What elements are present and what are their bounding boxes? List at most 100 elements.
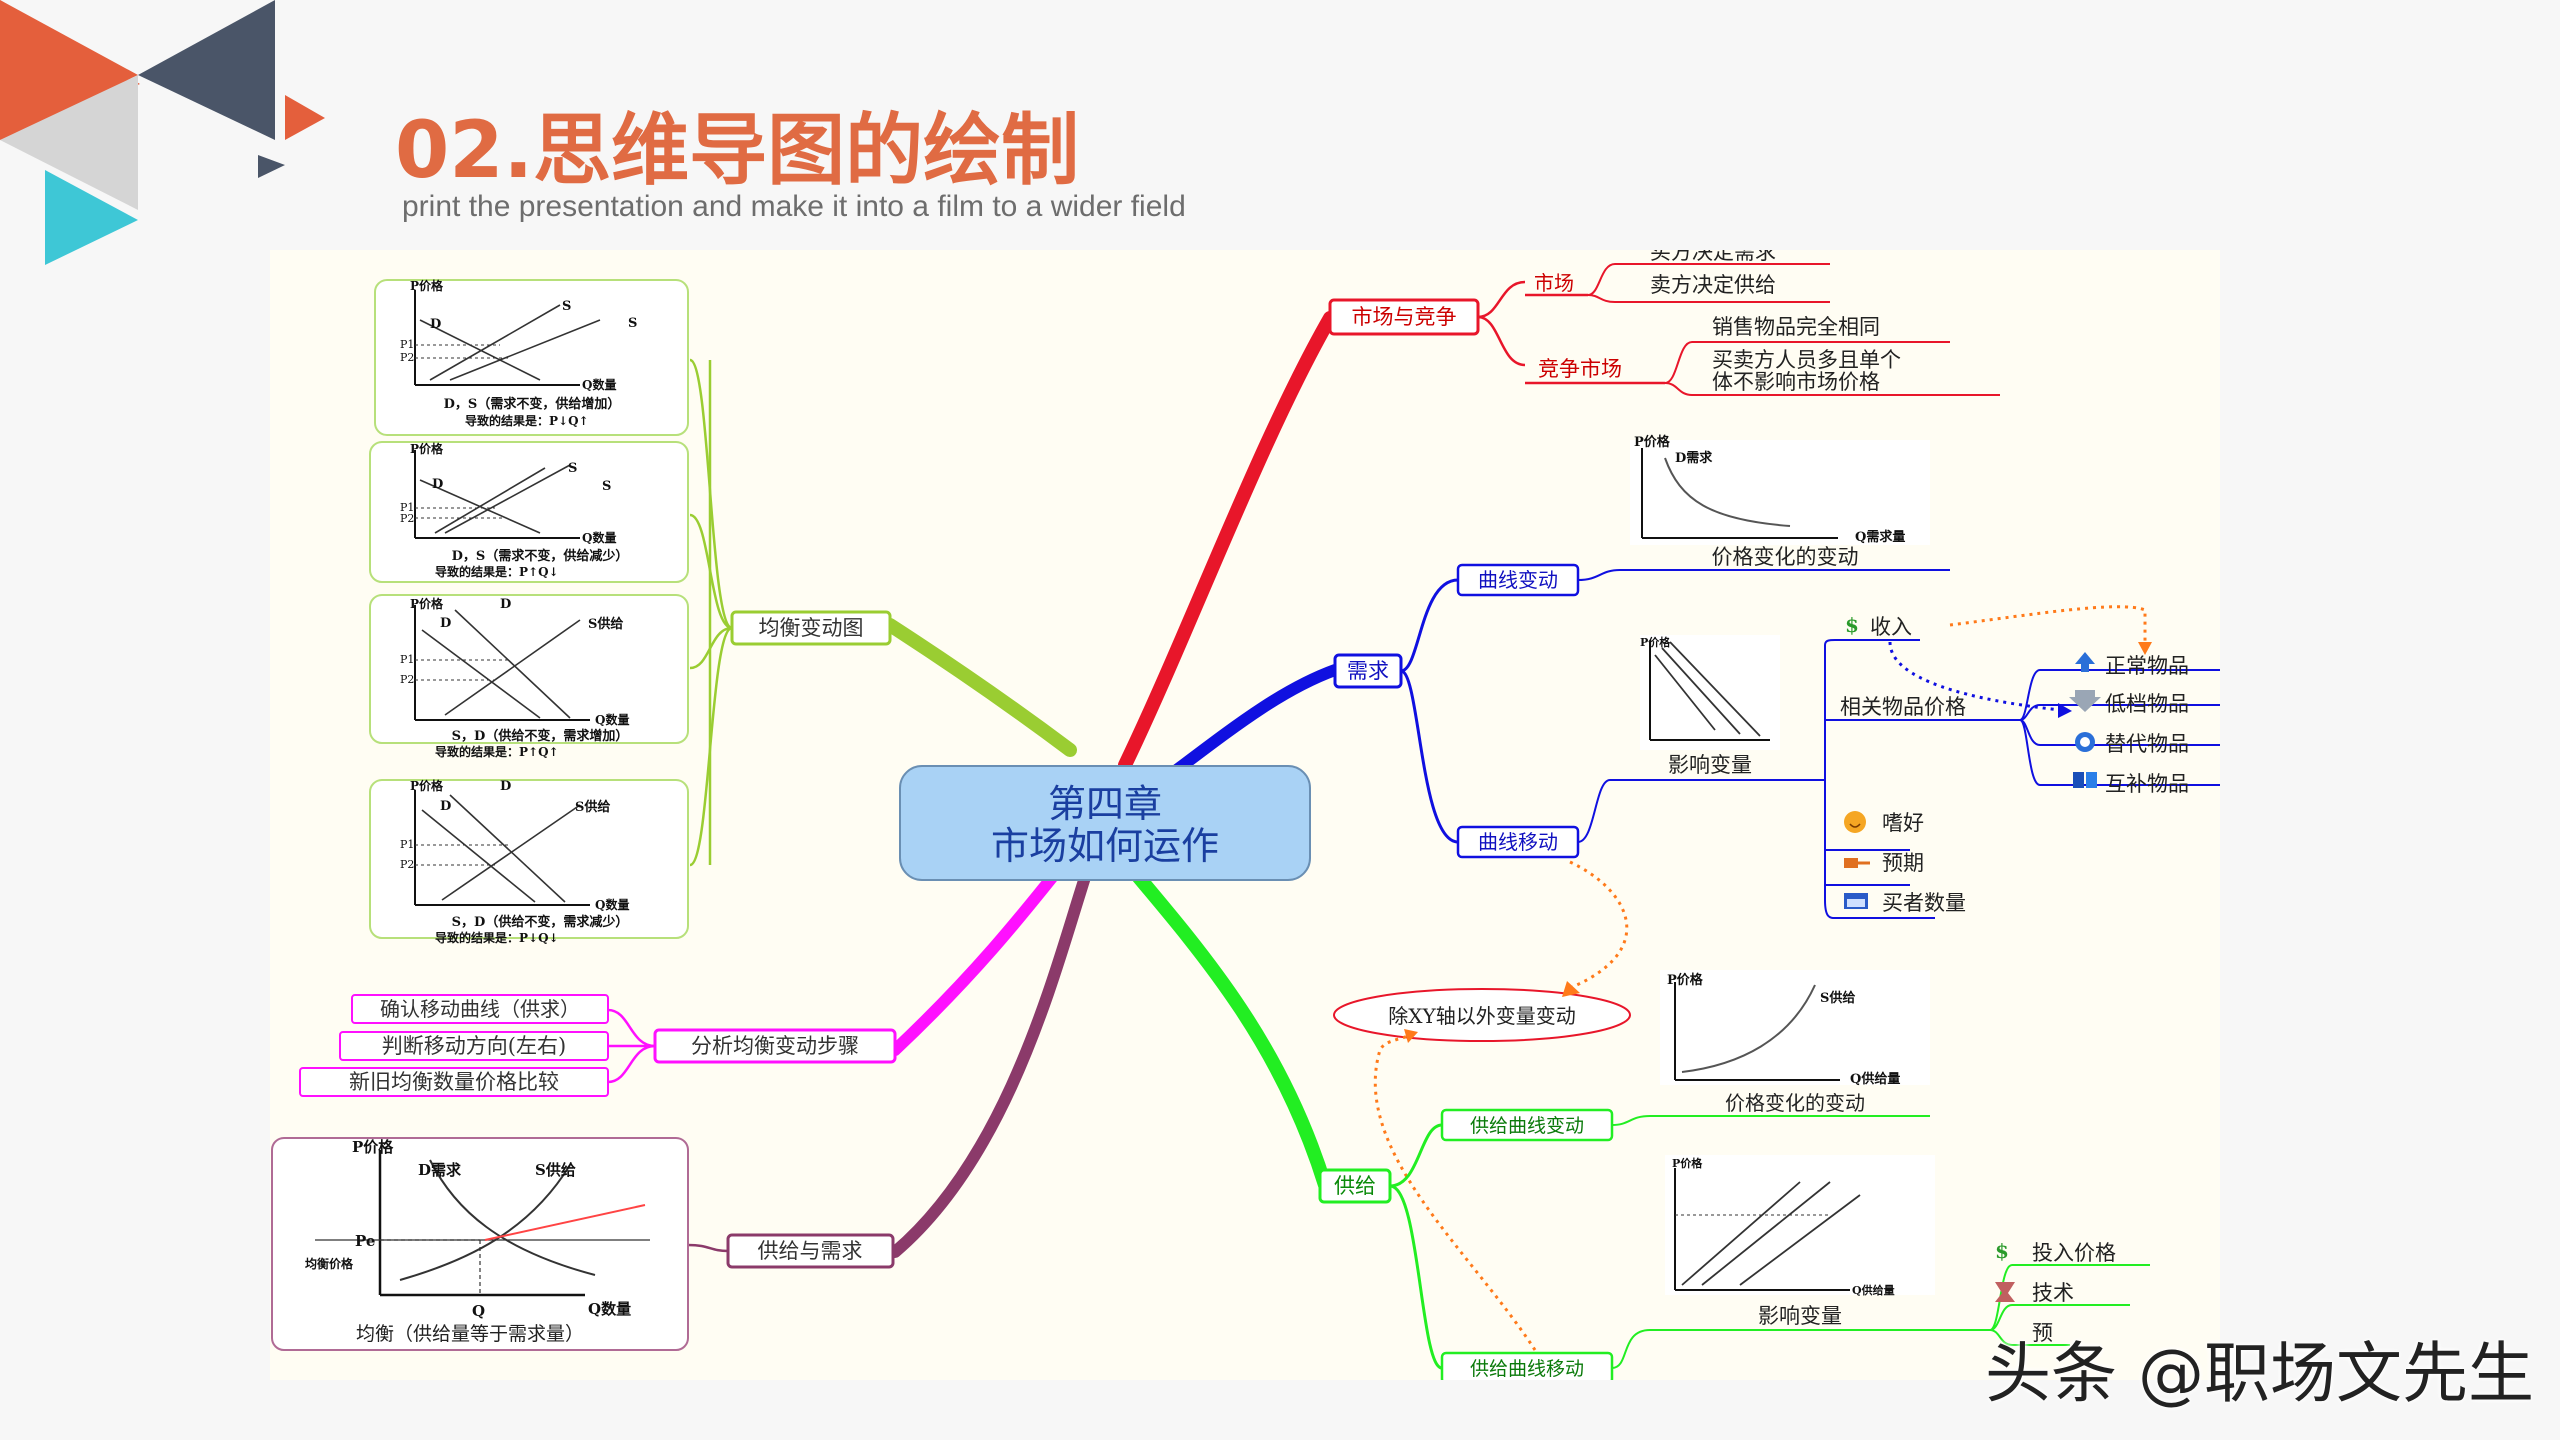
demand-curve-graph: P价格 D需求 Q需求量 — [1630, 434, 1930, 545]
supply-shift-line — [1611, 1329, 1990, 1369]
factor-expectation[interactable]: 预期 — [1844, 851, 1924, 875]
supply-shift-to-except-arrow — [1373, 1033, 1537, 1351]
factor-buyers[interactable]: 买者数量 — [1844, 891, 1966, 915]
goods-complement-label: 互补物品 — [2105, 772, 2189, 796]
factor-expectation-label: 预期 — [1882, 851, 1924, 875]
factor-income[interactable]: $ 收入 — [1845, 613, 1912, 639]
sd-s-label: S供给 — [535, 1161, 576, 1179]
sd-supply-curve — [399, 1164, 571, 1281]
eq1-caption1: D，S（需求不变，供给增加） — [444, 396, 621, 412]
supply-factor-third[interactable]: 预 — [2032, 1321, 2053, 1345]
mindmap: 第四章 市场如何运作 市场与竞争 市场 买方决定需求 卖方决定供给 竞争市场 销… — [271, 250, 2220, 1380]
supply-factor-tech[interactable]: 技术 — [1995, 1281, 2074, 1305]
eq2-s2: S — [602, 479, 611, 494]
competitive-connector — [1664, 341, 1693, 396]
demand-shift-label[interactable]: 曲线移动 — [1478, 830, 1558, 854]
puzzle-icon — [2073, 772, 2084, 788]
supply-shift-label[interactable]: 供给曲线移动 — [1470, 1358, 1584, 1380]
demand-shift-graph-p: P价格 — [1640, 635, 1671, 649]
sd-p-label: P价格 — [352, 1138, 394, 1156]
analysis-step3: 新旧均衡数量价格比较 — [349, 1070, 559, 1094]
factor-taste[interactable]: 嗜好 — [1844, 811, 1924, 835]
eq4-caption2: 导致的结果是：P↓Q↓ — [435, 930, 559, 945]
demand-branch: 需求 曲线变动 价格变化的变动 P价格 D需求 Q需求量 曲线移动 影响变量 — [1333, 434, 2220, 919]
demand-curve — [1664, 457, 1791, 527]
supply-change-label[interactable]: 供给曲线变动 — [1470, 1115, 1584, 1137]
market-item1: 买方决定需求 — [1650, 250, 1776, 264]
equilibrium-node-label[interactable]: 均衡变动图 — [759, 616, 864, 640]
supply-change-caption: 价格变化的变动 — [1725, 1091, 1865, 1115]
sd-d-label: D需求 — [418, 1161, 462, 1179]
market-node-label[interactable]: 市场与竞争 — [1352, 305, 1457, 329]
factor-related-goods[interactable]: 相关物品价格 — [1840, 695, 1966, 719]
demand-factors-connector — [1824, 639, 1920, 900]
eq2-caption2: 导致的结果是：P↑Q↓ — [435, 564, 559, 579]
analysis-step1-box — [351, 994, 609, 1024]
branch-market — [1118, 311, 1337, 772]
demand-node-label[interactable]: 需求 — [1347, 659, 1389, 683]
supply-shift-graph: P价格 Q供给量 — [1665, 1155, 1935, 1297]
eq4-caption1: S，D（供给不变，需求减少） — [452, 914, 629, 930]
comp-item3: 体不影响市场价格 — [1712, 370, 1880, 394]
eq-chart-2-frame — [369, 441, 689, 583]
demand-change-line — [1577, 569, 1950, 581]
deco-navy-triangle — [138, 0, 275, 140]
eq3-p2: P2 — [400, 673, 414, 686]
market-sub-connector — [1587, 263, 1616, 303]
eq-chart-4: P价格 D D S供给 P1 P2 Q数量 S，D（供给不变，需求减少） 导致的… — [369, 778, 689, 945]
demand-graph-p: P价格 — [1634, 434, 1671, 450]
supply-demand-node-label[interactable]: 供给与需求 — [758, 1239, 863, 1263]
demand-shift-line — [1577, 779, 1825, 843]
goods-normal[interactable]: 正常物品 — [2075, 652, 2189, 678]
deco-small-orange — [285, 95, 325, 140]
supply-node-label[interactable]: 供给 — [1334, 1174, 1376, 1198]
supply-except-arrowhead — [1404, 1029, 1418, 1043]
shift-except-arrowhead — [1562, 981, 1580, 997]
eq4-q: Q数量 — [595, 897, 629, 912]
analysis-node-label[interactable]: 分析均衡变动步骤 — [691, 1034, 859, 1058]
supply-factor-input[interactable]: $ 投入价格 — [1995, 1239, 2116, 1265]
market-sub-label[interactable]: 市场 — [1534, 271, 1574, 295]
factor-buyers-label: 买者数量 — [1882, 891, 1966, 915]
eq4-s: S供给 — [575, 799, 610, 815]
eq-chart-1-frame — [374, 279, 689, 436]
goods-complement[interactable]: 互补物品 — [2073, 772, 2189, 796]
goods-inferior[interactable]: 低档物品 — [2069, 690, 2189, 716]
analysis-branch: 分析均衡变动步骤 确认移动曲线（供求） 判断移动方向(左右) 新旧均衡数量价格比… — [299, 994, 897, 1097]
sd-caption: 均衡（供给量等于需求量） — [356, 1323, 584, 1345]
sd-q-axis: Q数量 — [588, 1300, 631, 1318]
eq1-s1: S — [562, 299, 571, 314]
eq4-p1: P1 — [400, 838, 414, 851]
factor-income-label: 收入 — [1870, 615, 1912, 639]
eq1-q: Q数量 — [582, 377, 616, 392]
goods-inferior-label: 低档物品 — [2105, 692, 2189, 716]
analysis-connector — [607, 1008, 656, 1084]
demand-change-label[interactable]: 曲线变动 — [1478, 568, 1558, 592]
demand-graph-d: D需求 — [1675, 450, 1713, 466]
supply-demand-connector — [687, 1243, 729, 1253]
eq3-caption1: S，D（供给不变，需求增加） — [452, 728, 629, 744]
eq3-top: P价格 — [410, 596, 444, 611]
center-line1: 第四章 — [1048, 782, 1162, 826]
sd-pe-text: 均衡价格 — [305, 1256, 354, 1271]
eq3-caption2: 导致的结果是：P↑Q↑ — [435, 744, 559, 759]
branch-equilibrium — [883, 618, 1077, 757]
eq3-d2: D — [500, 597, 511, 612]
goods-substitute-label: 替代物品 — [2105, 732, 2189, 756]
demand-change-caption: 价格变化的变动 — [1712, 545, 1859, 569]
supply-graph-bg — [1660, 970, 1930, 1085]
factor-taste-label: 嗜好 — [1882, 811, 1924, 835]
competitive-label[interactable]: 竞争市场 — [1538, 357, 1622, 381]
deco-cyan-triangle — [45, 170, 138, 265]
supply-demand-graph: P价格 D需求 S供给 Pe 均衡价格 Q Q数量 均衡（供给量等于需求量） — [271, 1137, 689, 1351]
eq-chart-1: P价格 D S S P1 P2 Q数量 D，S（需求不变，供给增加） 导致的结果… — [374, 278, 689, 436]
equilibrium-branch: 均衡变动图 — [688, 358, 892, 867]
center-node[interactable]: 第四章 市场如何运作 — [899, 765, 1311, 881]
supply-factors-connector — [1989, 1264, 2150, 1346]
except-xy-node[interactable]: 除XY轴以外变量变动 — [1333, 860, 1631, 1351]
eq3-d1: D — [440, 616, 451, 631]
hourglass-icon — [1995, 1282, 2015, 1302]
eq3-p1: P1 — [400, 653, 414, 666]
supply-shift-graph-q: Q供给量 — [1852, 1283, 1895, 1297]
goods-substitute[interactable]: 替代物品 — [2075, 732, 2189, 756]
